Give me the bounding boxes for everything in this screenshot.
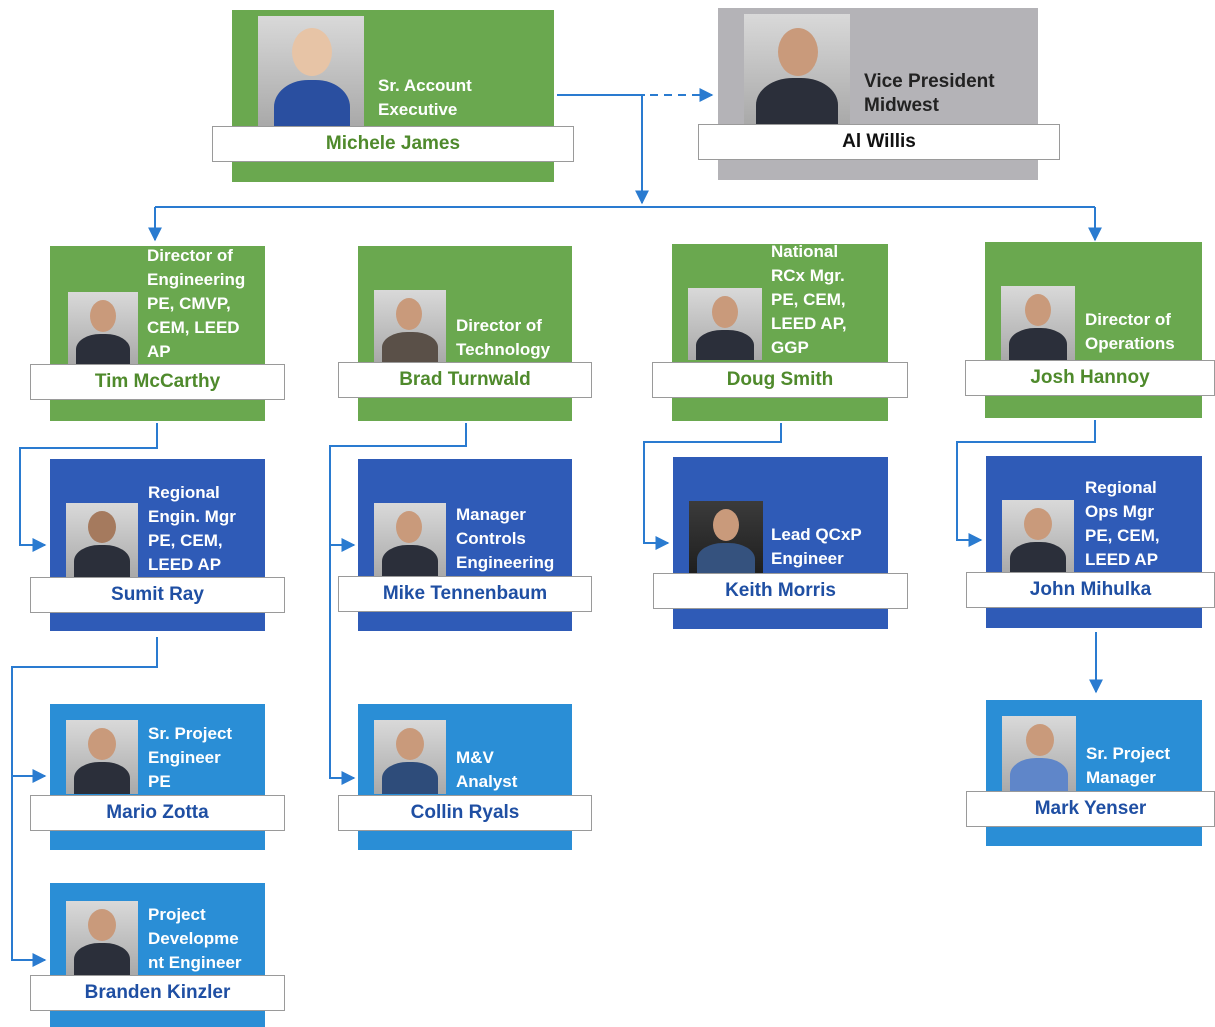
name-mark-yenser: Mark Yenser xyxy=(966,791,1215,827)
title-john-mihulka: Regional Ops Mgr PE, CEM, LEED AP xyxy=(1085,478,1160,569)
photo-branden-kinzler xyxy=(66,901,138,975)
title-tim-mccarthy: Director of Engineering PE, CMVP, CEM, L… xyxy=(147,246,246,361)
connector-sumit-to-reports xyxy=(11,637,158,967)
name-michele-james: Michele James xyxy=(212,126,574,162)
name-mike-tennenbaum: Mike Tennenbaum xyxy=(338,576,592,612)
title-al-willis: Vice President Midwest xyxy=(864,71,995,116)
name-keith-morris: Keith Morris xyxy=(653,573,908,609)
title-mike-tennenbaum: Manager Controls Engineering xyxy=(456,505,555,572)
title-josh-hannoy: Director of Operations xyxy=(1085,310,1175,353)
name-john-mihulka: John Mihulka xyxy=(966,572,1215,608)
title-branden-kinzler: Project Developme nt Engineer xyxy=(148,905,242,972)
photo-mark-yenser xyxy=(1002,716,1076,792)
name-doug-smith: Doug Smith xyxy=(652,362,908,398)
name-collin-ryals: Collin Ryals xyxy=(338,795,592,831)
photo-collin-ryals xyxy=(374,720,446,794)
photo-sumit-ray xyxy=(66,503,138,577)
connector-tim-to-sumit xyxy=(19,423,158,552)
name-tim-mccarthy: Tim McCarthy xyxy=(30,364,285,400)
photo-josh-hannoy xyxy=(1001,286,1075,360)
photo-mike-tennenbaum xyxy=(374,503,446,577)
title-mario-zotta: Sr. Project Engineer PE xyxy=(148,724,233,791)
title-keith-morris: Lead QCxP Engineer xyxy=(771,525,862,568)
title-sumit-ray: Regional Engin. Mgr PE, CEM, LEED AP xyxy=(148,483,236,574)
name-al-willis: Al Willis xyxy=(698,124,1060,160)
title-doug-smith: National RCx Mgr. PE, CEM, LEED AP, GGP xyxy=(771,242,847,357)
title-collin-ryals: M&V Analyst xyxy=(456,748,518,791)
title-brad-turnwald: Director of Technology xyxy=(456,316,551,359)
photo-keith-morris xyxy=(689,501,763,575)
photo-mario-zotta xyxy=(66,720,138,794)
photo-al-willis xyxy=(744,14,850,124)
name-josh-hannoy: Josh Hannoy xyxy=(965,360,1215,396)
card-al-willis: Vice President Midwest xyxy=(718,8,1038,180)
connector-brad-to-reports xyxy=(329,423,467,785)
name-branden-kinzler: Branden Kinzler xyxy=(30,975,285,1011)
name-brad-turnwald: Brad Turnwald xyxy=(338,362,592,398)
photo-doug-smith xyxy=(688,288,762,360)
connector-josh-to-john xyxy=(956,420,1096,547)
name-mario-zotta: Mario Zotta xyxy=(30,795,285,831)
photo-brad-turnwald xyxy=(374,290,446,362)
title-mark-yenser: Sr. Project Manager xyxy=(1086,744,1171,787)
title-michele-james: Sr. Account Executive xyxy=(378,76,472,119)
photo-tim-mccarthy xyxy=(68,292,138,364)
name-sumit-ray: Sumit Ray xyxy=(30,577,285,613)
photo-michele-james xyxy=(258,16,364,126)
connector-doug-to-keith xyxy=(643,423,782,550)
photo-john-mihulka xyxy=(1002,500,1074,574)
